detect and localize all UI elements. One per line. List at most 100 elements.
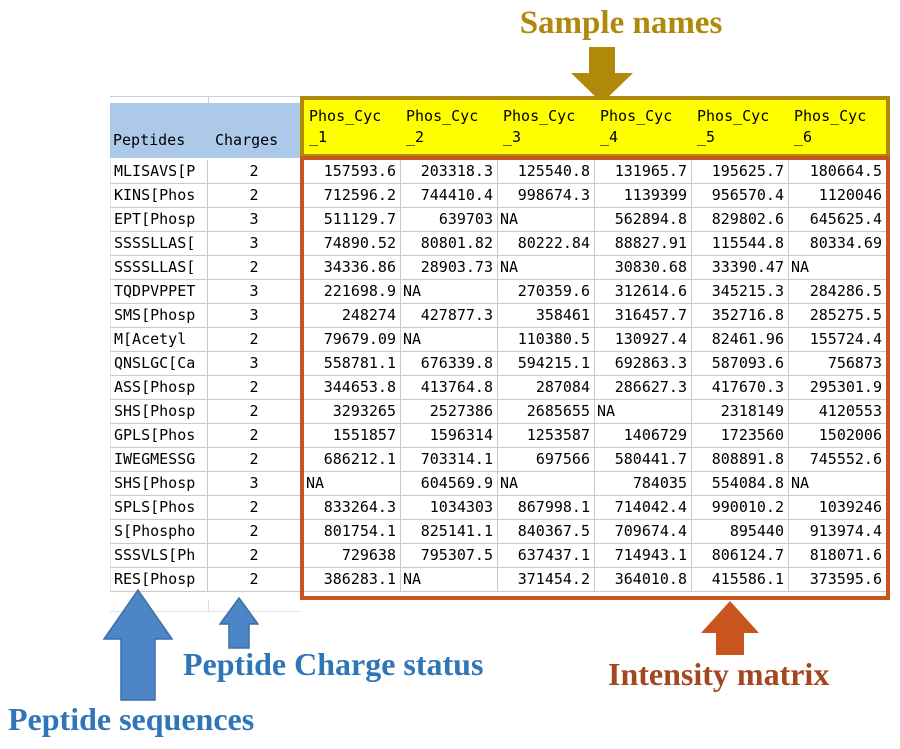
charge-cell[interactable]: 3 — [249, 234, 259, 252]
sample-column-header[interactable]: Phos_Cyc_4 — [600, 107, 673, 146]
peptide-cell[interactable]: SPLS[Phos — [110, 496, 208, 519]
intensity-cell[interactable]: 511129.7 — [304, 208, 401, 232]
intensity-cell[interactable]: 806124.7 — [692, 544, 789, 568]
intensity-cell[interactable]: 3293265 — [304, 400, 401, 424]
charge-cell[interactable]: 2 — [249, 426, 259, 444]
charge-cell[interactable]: 3 — [249, 354, 259, 372]
intensity-cell[interactable]: 34336.86 — [304, 256, 401, 280]
peptide-cell[interactable]: SHS[Phosp — [110, 472, 208, 495]
intensity-cell[interactable]: 1596314 — [401, 424, 498, 448]
intensity-cell[interactable]: 712596.2 — [304, 184, 401, 208]
intensity-cell[interactable]: 795307.5 — [401, 544, 498, 568]
charge-cell[interactable]: 2 — [249, 186, 259, 204]
charge-cell[interactable]: 2 — [249, 570, 259, 588]
intensity-cell[interactable]: 248274 — [304, 304, 401, 328]
peptide-cell[interactable]: QNSLGC[Ca — [110, 352, 208, 375]
peptide-cell[interactable]: KINS[Phos — [110, 184, 208, 207]
intensity-cell[interactable]: 4120553 — [789, 400, 886, 424]
intensity-cell[interactable]: 956570.4 — [692, 184, 789, 208]
intensity-cell[interactable]: 195625.7 — [692, 160, 789, 184]
charge-cell[interactable]: 2 — [249, 546, 259, 564]
intensity-cell[interactable]: 818071.6 — [789, 544, 886, 568]
intensity-cell[interactable]: 562894.8 — [595, 208, 692, 232]
intensity-cell[interactable]: 2527386 — [401, 400, 498, 424]
intensity-cell[interactable]: 295301.9 — [789, 376, 886, 400]
intensity-cell[interactable]: 79679.09 — [304, 328, 401, 352]
sample-column-header[interactable]: Phos_Cyc_2 — [406, 107, 479, 146]
peptide-cell[interactable]: SSSSLLAS[ — [110, 232, 208, 255]
peptide-cell[interactable]: GPLS[Phos — [110, 424, 208, 447]
intensity-cell[interactable]: 1034303 — [401, 496, 498, 520]
sample-column-header[interactable]: Phos_Cyc_3 — [503, 107, 576, 146]
intensity-cell[interactable]: 808891.8 — [692, 448, 789, 472]
intensity-cell[interactable]: 80334.69 — [789, 232, 886, 256]
intensity-cell[interactable]: 714042.4 — [595, 496, 692, 520]
intensity-cell[interactable]: 1406729 — [595, 424, 692, 448]
intensity-cell[interactable]: 1502006 — [789, 424, 886, 448]
intensity-cell[interactable]: 285275.5 — [789, 304, 886, 328]
charge-cell[interactable]: 3 — [249, 306, 259, 324]
intensity-cell[interactable]: NA — [498, 208, 595, 232]
charge-cell[interactable]: 2 — [249, 498, 259, 516]
peptide-cell[interactable]: ASS[Phosp — [110, 376, 208, 399]
intensity-cell[interactable]: 413764.8 — [401, 376, 498, 400]
intensity-cell[interactable]: 745552.6 — [789, 448, 886, 472]
intensity-cell[interactable]: 417670.3 — [692, 376, 789, 400]
charge-cell[interactable]: 3 — [249, 282, 259, 300]
intensity-cell[interactable]: 1551857 — [304, 424, 401, 448]
intensity-cell[interactable]: NA — [595, 400, 692, 424]
intensity-cell[interactable]: 703314.1 — [401, 448, 498, 472]
intensity-cell[interactable]: 284286.5 — [789, 280, 886, 304]
intensity-cell[interactable]: 676339.8 — [401, 352, 498, 376]
intensity-cell[interactable]: 270359.6 — [498, 280, 595, 304]
charge-cell[interactable]: 2 — [249, 378, 259, 396]
charge-cell[interactable]: 3 — [249, 474, 259, 492]
intensity-cell[interactable]: 709674.4 — [595, 520, 692, 544]
charge-cell[interactable]: 2 — [249, 450, 259, 468]
intensity-cell[interactable]: NA — [401, 328, 498, 352]
intensity-cell[interactable]: 1253587 — [498, 424, 595, 448]
intensity-cell[interactable]: 825141.1 — [401, 520, 498, 544]
intensity-cell[interactable]: 33390.47 — [692, 256, 789, 280]
charge-cell[interactable]: 2 — [249, 162, 259, 180]
intensity-cell[interactable]: 358461 — [498, 304, 595, 328]
sample-column-header[interactable]: Phos_Cyc_5 — [697, 107, 770, 146]
intensity-cell[interactable]: NA — [498, 256, 595, 280]
peptide-cell[interactable]: MLISAVS[P — [110, 160, 208, 183]
intensity-cell[interactable]: 386283.1 — [304, 568, 401, 592]
intensity-cell[interactable]: 744410.4 — [401, 184, 498, 208]
peptide-cell[interactable]: EPT[Phosp — [110, 208, 208, 231]
intensity-cell[interactable]: 1723560 — [692, 424, 789, 448]
intensity-cell[interactable]: NA — [401, 280, 498, 304]
intensity-cell[interactable]: 221698.9 — [304, 280, 401, 304]
sample-column-header[interactable]: Phos_Cyc_6 — [794, 107, 867, 146]
intensity-cell[interactable]: 867998.1 — [498, 496, 595, 520]
charge-cell[interactable]: 2 — [249, 522, 259, 540]
intensity-cell[interactable]: 840367.5 — [498, 520, 595, 544]
intensity-cell[interactable]: 692863.3 — [595, 352, 692, 376]
intensity-cell[interactable]: 312614.6 — [595, 280, 692, 304]
peptide-cell[interactable]: SSSVLS[Ph — [110, 544, 208, 567]
intensity-cell[interactable]: 364010.8 — [595, 568, 692, 592]
charge-cell[interactable]: 2 — [249, 402, 259, 420]
intensity-cell[interactable]: 801754.1 — [304, 520, 401, 544]
intensity-cell[interactable]: NA — [498, 472, 595, 496]
intensity-cell[interactable]: 833264.3 — [304, 496, 401, 520]
intensity-cell[interactable]: 286627.3 — [595, 376, 692, 400]
peptide-cell[interactable]: SSSSLLAS[ — [110, 256, 208, 279]
intensity-cell[interactable]: 554084.8 — [692, 472, 789, 496]
intensity-cell[interactable]: 415586.1 — [692, 568, 789, 592]
intensity-cell[interactable]: 558781.1 — [304, 352, 401, 376]
intensity-cell[interactable]: 1120046 — [789, 184, 886, 208]
intensity-cell[interactable]: 345215.3 — [692, 280, 789, 304]
intensity-cell[interactable]: 82461.96 — [692, 328, 789, 352]
intensity-cell[interactable]: 639703 — [401, 208, 498, 232]
intensity-cell[interactable]: 637437.1 — [498, 544, 595, 568]
intensity-cell[interactable]: 80801.82 — [401, 232, 498, 256]
intensity-cell[interactable]: 604569.9 — [401, 472, 498, 496]
intensity-cell[interactable]: 344653.8 — [304, 376, 401, 400]
intensity-cell[interactable]: 88827.91 — [595, 232, 692, 256]
intensity-cell[interactable]: NA — [401, 568, 498, 592]
intensity-cell[interactable]: 115544.8 — [692, 232, 789, 256]
intensity-cell[interactable]: 130927.4 — [595, 328, 692, 352]
